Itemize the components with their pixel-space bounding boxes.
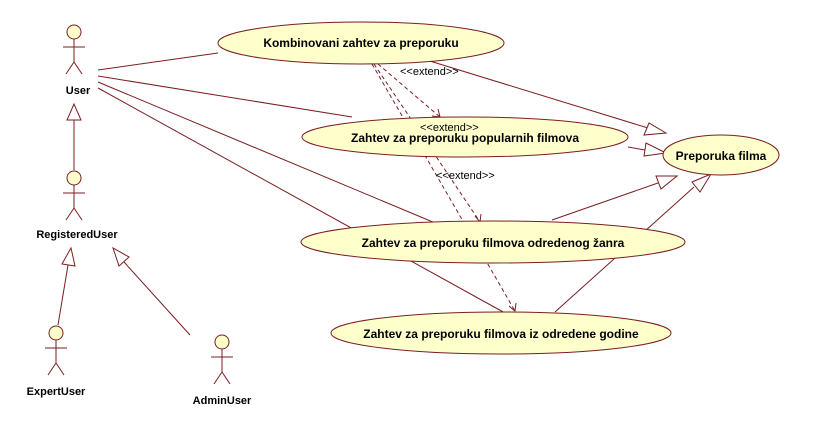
actor-expert-user-label: ExpertUser — [27, 386, 86, 398]
actor-admin-user-head — [214, 334, 230, 350]
assoc-user-year — [97, 87, 506, 314]
gen-popular-recommendation — [627, 146, 646, 151]
gen-admin-registered — [123, 261, 191, 336]
extend-arrowhead-year — [508, 302, 517, 312]
gen-combined-recommendation — [419, 57, 649, 129]
arrowhead-registered-user — [66, 102, 82, 121]
arrowhead-expert-registered — [61, 246, 76, 267]
extend-label-combined-year: <<extend>> — [436, 170, 495, 182]
extend-label-combined-genre: <<extend>> — [420, 122, 479, 134]
gen-expert-registered — [57, 264, 69, 326]
use-case-popular-label: Zahtev za preporuku popularnih filmova — [351, 131, 579, 145]
associations — [97, 52, 506, 314]
assoc-user-genre — [97, 81, 441, 226]
uc-generalization-arrowheads — [643, 122, 713, 193]
use-case-year-label: Zahtev za preporuku filmova iz odredene … — [363, 327, 639, 341]
extend-label-combined-popular: <<extend>> — [400, 66, 459, 78]
actor-user[interactable] — [63, 24, 85, 75]
actor-user-head — [66, 24, 82, 40]
use-case-genre[interactable]: Zahtev za preporuku filmova odredenog ža… — [300, 220, 686, 264]
arrowhead-year — [691, 172, 713, 193]
arrowhead-combined — [643, 122, 668, 136]
actor-registered-user-label: RegisteredUser — [36, 229, 118, 241]
use-case-year[interactable]: Zahtev za preporuku filmova iz odredene … — [330, 311, 672, 355]
use-case-recommendation-label: Preporuka filma — [676, 149, 767, 163]
actor-generalizations — [57, 102, 191, 336]
actor-admin-user-label: AdminUser — [193, 395, 252, 407]
use-case-combined[interactable]: Kombinovani zahtev za preporuku — [217, 21, 505, 65]
extend-combined-year — [371, 63, 516, 312]
actor-registered-user-head — [66, 170, 82, 186]
use-case-recommendation[interactable]: Preporuka filma — [662, 134, 780, 176]
gen-genre-recommendation — [551, 182, 659, 221]
actor-admin-user[interactable] — [211, 334, 233, 385]
assoc-user-popular — [97, 75, 353, 118]
uc-generalizations — [419, 57, 695, 313]
arrowhead-admin-registered — [112, 246, 130, 267]
actor-registered-user[interactable] — [63, 170, 85, 221]
use-case-genre-label: Zahtev za preporuku filmova odredenog ža… — [362, 236, 625, 250]
use-case-combined-label: Kombinovani zahtev za preporuku — [263, 36, 458, 50]
arrowhead-popular — [643, 142, 668, 157]
actor-expert-user-head — [48, 325, 64, 341]
arrowhead-genre — [655, 175, 679, 190]
assoc-user-combined — [97, 52, 219, 71]
use-case-popular[interactable]: Zahtev za preporuku popularnih filmova — [301, 116, 629, 158]
extend-relations — [371, 63, 516, 312]
actor-user-label: User — [66, 85, 91, 97]
extend-combined-genre — [373, 63, 481, 223]
actor-expert-user[interactable] — [45, 325, 67, 376]
